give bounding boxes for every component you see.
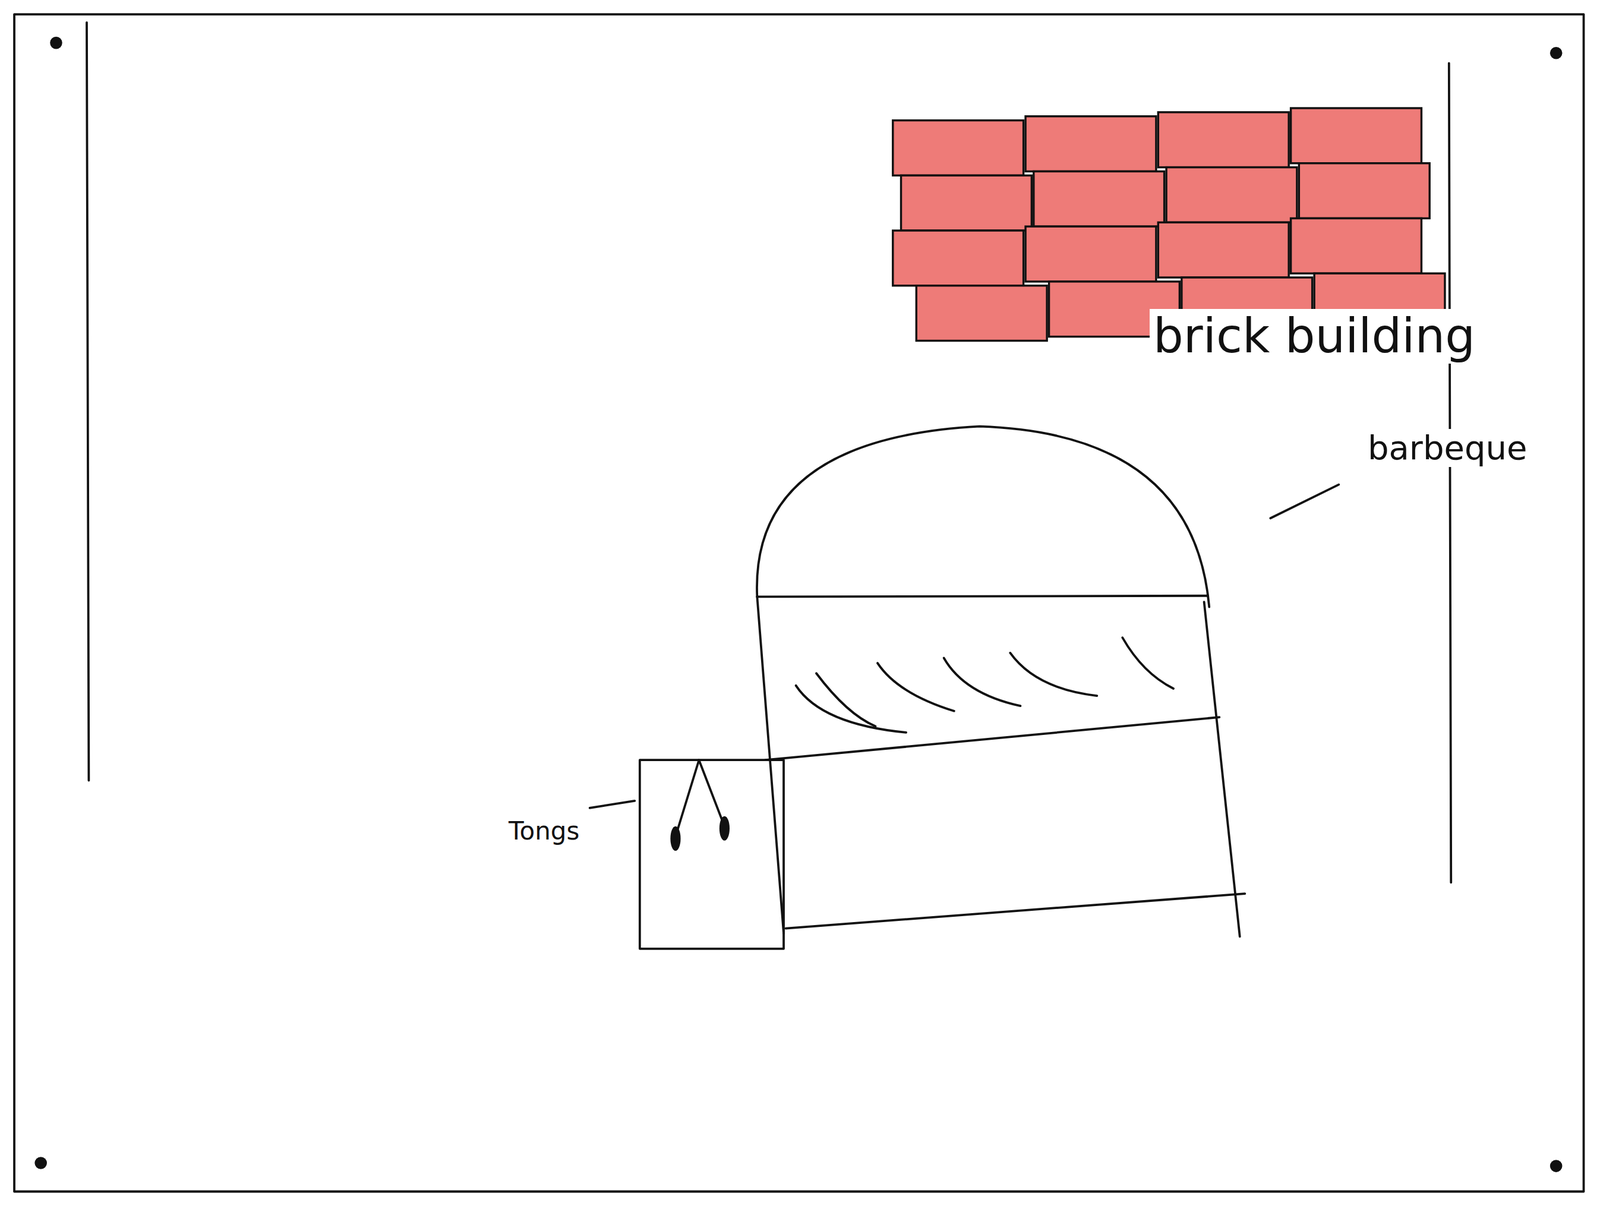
part-label: Tongs <box>505 816 583 846</box>
corner-dot <box>1550 1159 1563 1173</box>
corner-dot <box>49 36 63 50</box>
brick <box>1025 116 1157 172</box>
brick <box>1157 222 1289 278</box>
grill-mark <box>1010 652 1097 696</box>
tongs-box <box>639 759 784 949</box>
barbecue-side <box>756 596 784 934</box>
brick <box>892 230 1024 286</box>
tongs-tip <box>670 826 681 851</box>
brick <box>1033 171 1165 227</box>
brick <box>1025 226 1157 282</box>
grill-mark <box>796 685 907 733</box>
barbecue-rim <box>756 595 1207 598</box>
corner-dots <box>34 36 1562 1173</box>
right-post <box>1449 62 1451 883</box>
brick <box>901 175 1033 231</box>
brick <box>1157 112 1289 168</box>
page-border <box>14 14 1584 1192</box>
brick <box>1298 163 1430 219</box>
leader-line <box>1270 484 1339 519</box>
leader-line <box>589 800 636 809</box>
part-label: barbeque <box>1364 428 1531 467</box>
brick <box>1291 218 1422 274</box>
brick <box>1166 167 1297 223</box>
barbecue-lid <box>756 426 1210 608</box>
barbecue-base <box>785 893 1245 929</box>
grill-mark <box>1122 637 1174 689</box>
grill-mark <box>816 673 876 727</box>
part-label: brick building <box>1149 308 1479 364</box>
tongs-tips <box>670 816 730 851</box>
corner-dot <box>1550 46 1563 60</box>
brick <box>916 285 1047 342</box>
brick-wall <box>892 108 1445 341</box>
grill-mark <box>944 657 1021 706</box>
tongs-symbol <box>675 759 725 837</box>
brick <box>1291 108 1422 164</box>
grill-mark <box>877 663 955 712</box>
barbecue-side <box>1204 601 1240 937</box>
left-post <box>86 22 89 781</box>
grill-line <box>765 717 1220 760</box>
corner-dot <box>34 1156 47 1170</box>
barbecue <box>589 426 1340 949</box>
brick <box>892 120 1024 176</box>
tongs-tip <box>719 816 730 841</box>
